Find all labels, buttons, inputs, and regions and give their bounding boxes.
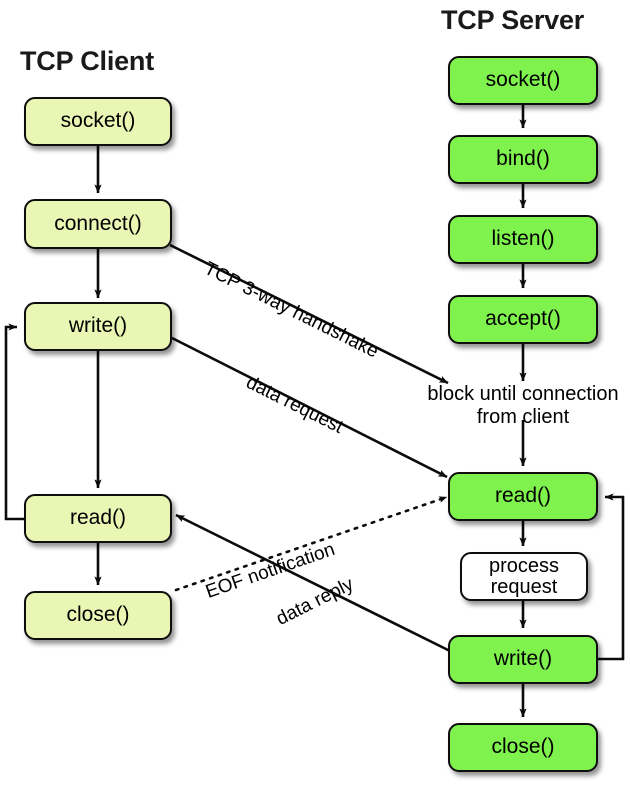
client-node-write[interactable]: write() — [24, 302, 172, 351]
server-node-accept[interactable]: accept() — [448, 295, 598, 344]
edge-client-read-loop — [4, 323, 24, 521]
edge-label-handshake: TCP 3-way handshake — [200, 258, 382, 363]
edge-server-write-loop — [598, 493, 625, 661]
client-node-connect[interactable]: connect() — [24, 199, 172, 249]
server-node-socket[interactable]: socket() — [448, 56, 598, 105]
server-node-bind[interactable]: bind() — [448, 135, 598, 184]
server-node-read[interactable]: read() — [448, 472, 598, 521]
server-node-listen[interactable]: listen() — [448, 215, 598, 264]
client-node-close[interactable]: close() — [24, 591, 172, 640]
process-request-line-2: request — [490, 575, 558, 598]
edge-label-data-reply: data reply — [273, 573, 358, 630]
client-node-socket[interactable]: socket() — [24, 97, 172, 146]
client-column-title: TCP Client — [20, 46, 155, 76]
server-node-close[interactable]: close() — [448, 723, 598, 772]
process-request-line-1: process — [488, 554, 560, 577]
edge-label-data-request: data request — [242, 372, 347, 438]
edge-eof-notification — [174, 495, 449, 592]
server-block-note: block until connection from client — [427, 383, 619, 428]
server-node-write[interactable]: write() — [448, 635, 598, 684]
server-column-title: TCP Server — [441, 5, 585, 35]
client-node-read[interactable]: read() — [24, 494, 172, 543]
server-node-process-request[interactable]: process request — [460, 552, 588, 601]
